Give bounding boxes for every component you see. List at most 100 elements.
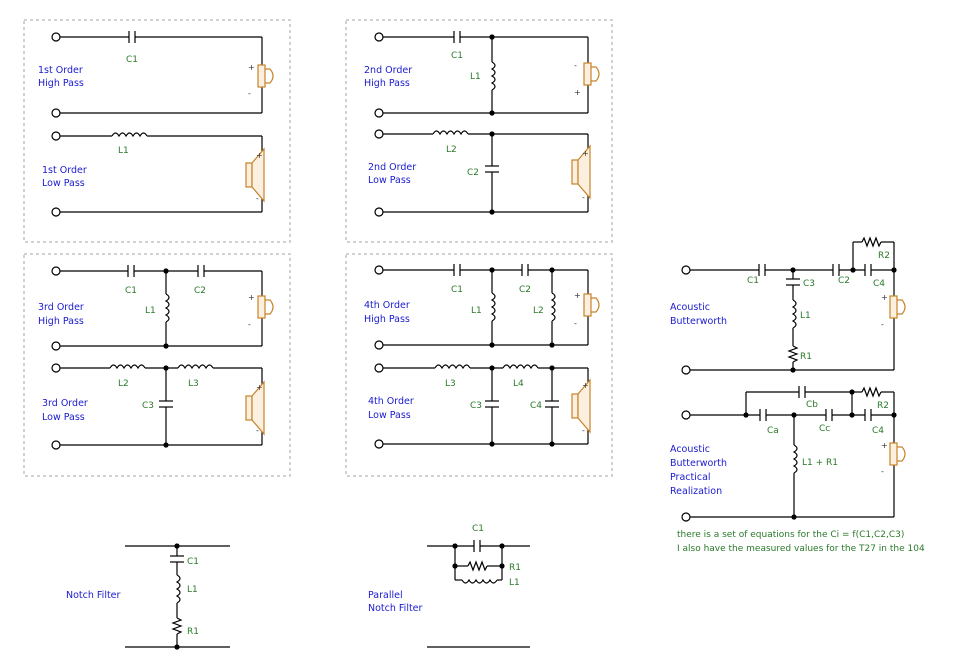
note-line-1: there is a set of equations for the Ci =… [677,530,904,540]
title-1st-high: 1st Order [38,65,83,76]
subtitle-3rd-low: Low Pass [42,412,85,423]
circuit-2nd-order-low-pass [374,129,591,217]
title-realization: Realization [670,486,722,497]
title-notch-filter: Notch Filter [66,590,121,601]
sign-plus: + [574,88,581,97]
circuit-1st-order-low-pass [51,131,265,217]
note-line-2: I also have the measured values for the … [677,544,925,554]
sign-minus: - [574,319,577,328]
label-Cb: Cb [806,400,818,410]
sign-minus: - [248,320,251,329]
label-R2: R2 [878,251,890,261]
subtitle-acoustic-butterworth: Butterworth [670,316,727,327]
circuit-3rd-order-low-pass [51,363,265,450]
circuit-3rd-order-high-pass [51,265,274,351]
sign-plus: + [256,383,263,392]
label-C1: C1 [472,524,484,534]
label-C4: C4 [872,426,884,436]
label-C1: C1 [451,51,463,61]
label-L1: L1 [470,72,481,82]
panel-1st-order [23,19,291,243]
sign-minus: - [574,61,577,70]
subtitle-1st-low: Low Pass [42,178,85,189]
label-C2: C2 [519,285,531,295]
label-L1: L1 [187,585,198,595]
label-L2: L2 [446,145,457,155]
panel-3rd-order [23,253,291,477]
sign-minus: - [582,193,585,202]
label-C2: C2 [194,286,206,296]
title-4th-high: 4th Order [364,300,410,311]
title-practical: Practical [670,472,711,483]
label-R2: R2 [877,401,889,411]
title-notch-filter: Notch Filter [368,603,423,614]
sign-plus: + [582,381,589,390]
subtitle-4th-low: Low Pass [368,410,411,421]
label-L1-plus-R1: L1 + R1 [802,458,838,468]
label-C3: C3 [470,401,482,411]
panel-4th-order [345,253,613,477]
sign-minus: - [248,89,251,98]
panel-2nd-order [345,19,613,243]
sign-minus: - [582,426,585,435]
title-butterworth: Butterworth [670,458,727,469]
label-L2: L2 [533,306,544,316]
sign-minus: - [256,194,259,203]
circuit-4th-order-high-pass [374,264,600,350]
title-parallel: Parallel [368,590,403,601]
title-4th-low: 4th Order [368,396,414,407]
sign-plus: + [881,441,888,450]
label-L1: L1 [509,578,520,588]
label-C1: C1 [451,285,463,295]
subtitle-2nd-high: High Pass [364,78,410,89]
label-C1: C1 [125,286,137,296]
title-1st-low: 1st Order [42,165,87,176]
label-L3: L3 [445,379,456,389]
circuit-acoustic-butterworth-practical [681,386,906,522]
sign-minus: - [256,426,259,435]
circuit-2nd-order-high-pass [374,31,600,118]
label-L3: L3 [188,379,199,389]
label-R1: R1 [187,627,199,637]
subtitle-2nd-low: Low Pass [368,175,411,186]
subtitle-1st-high: High Pass [38,78,84,89]
label-C2: C2 [838,276,850,286]
label-C3: C3 [803,279,815,289]
title-2nd-high: 2nd Order [364,65,412,76]
title-2nd-low: 2nd Order [368,162,416,173]
label-L4: L4 [513,379,524,389]
label-L1: L1 [145,306,156,316]
label-L1: L1 [118,146,129,156]
sign-minus: - [881,320,884,329]
circuit-notch-filter [125,543,230,650]
label-C1: C1 [747,276,759,286]
title-3rd-high: 3rd Order [38,302,84,313]
label-L2: L2 [118,379,129,389]
sign-plus: + [582,149,589,158]
circuit-4th-order-low-pass [374,363,591,449]
subtitle-4th-high: High Pass [364,314,410,325]
title-acoustic: Acoustic [670,444,710,455]
subtitle-3rd-high: High Pass [38,316,84,327]
label-Ca: Ca [767,426,779,436]
label-C1: C1 [187,557,199,567]
sign-plus: + [248,63,255,72]
sign-plus: + [881,293,888,302]
label-C4: C4 [873,279,885,289]
label-C4: C4 [530,401,542,411]
sign-minus: - [881,467,884,476]
label-C2: C2 [467,168,479,178]
label-C3: C3 [142,401,154,411]
sign-plus: + [248,293,255,302]
circuit-parallel-notch-filter [427,540,530,648]
title-acoustic-butterworth: Acoustic [670,302,710,313]
sign-plus: + [574,291,581,300]
label-L1: L1 [471,306,482,316]
label-L1: L1 [800,311,811,321]
sign-plus: + [256,151,263,160]
label-R1: R1 [800,352,812,362]
circuit-1st-order-high-pass [51,31,274,118]
label-R1: R1 [509,563,521,573]
label-Cc: Cc [819,424,830,434]
